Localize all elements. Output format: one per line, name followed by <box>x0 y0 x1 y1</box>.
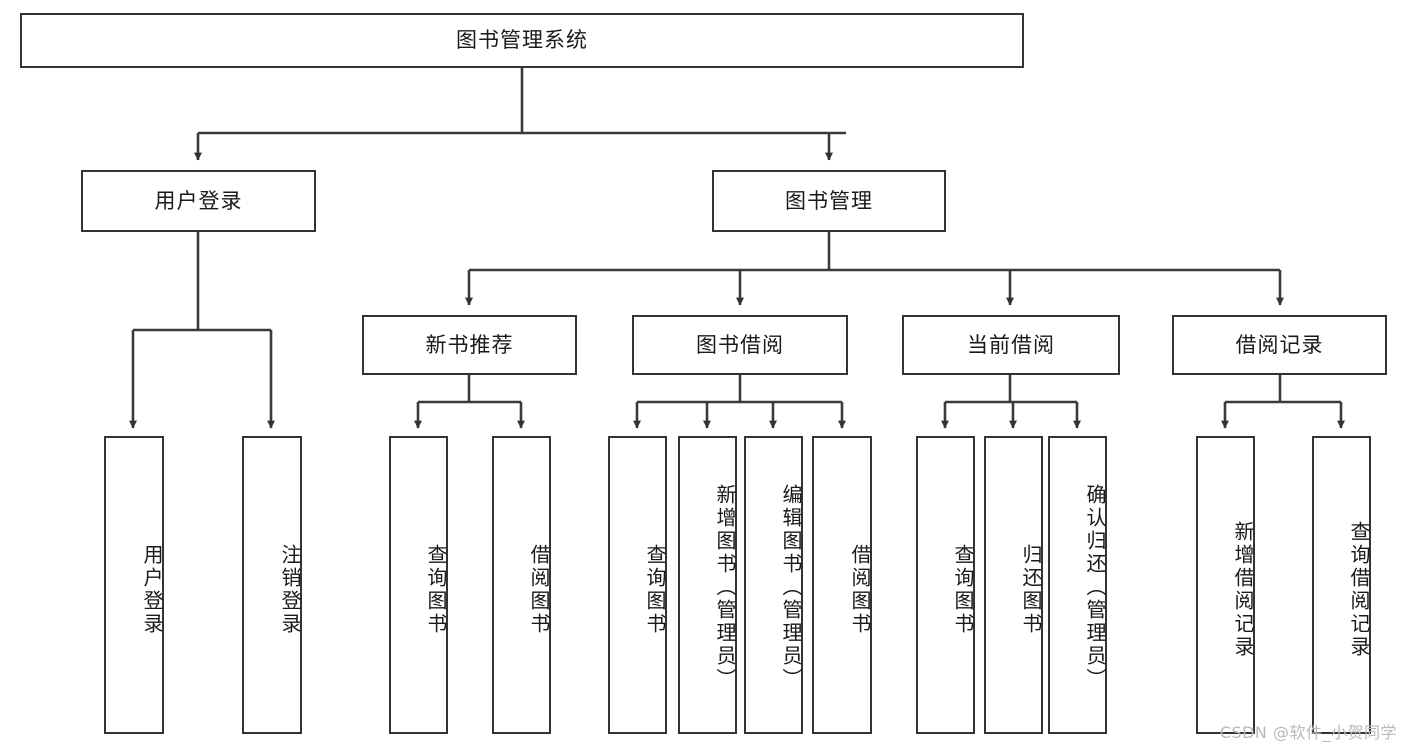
node-leaf-edit-book[interactable]: 编辑图书（管理员） <box>744 436 803 734</box>
node-leaf-query-book-3-label: 查询图书 <box>951 544 975 636</box>
node-book-management[interactable]: 图书管理 <box>712 170 946 232</box>
node-leaf-borrow-book-1-label: 借阅图书 <box>527 544 551 636</box>
node-leaf-borrow-book-2[interactable]: 借阅图书 <box>812 436 872 734</box>
node-leaf-query-book-1[interactable]: 查询图书 <box>389 436 448 734</box>
node-book-borrow[interactable]: 图书借阅 <box>632 315 848 375</box>
node-root[interactable]: 图书管理系统 <box>20 13 1024 68</box>
node-borrow-records[interactable]: 借阅记录 <box>1172 315 1387 375</box>
node-new-book-recommend[interactable]: 新书推荐 <box>362 315 577 375</box>
csdn-watermark: CSDN @软件_小贺同学 <box>1219 723 1397 742</box>
node-leaf-borrow-book-2-label: 借阅图书 <box>848 544 872 636</box>
node-leaf-return-book[interactable]: 归还图书 <box>984 436 1043 734</box>
node-leaf-user-logout-label: 注销登录 <box>278 544 302 636</box>
node-leaf-query-book-2-label: 查询图书 <box>643 544 667 636</box>
node-leaf-confirm-return-label: 确认归还（管理员） <box>1083 483 1107 691</box>
node-leaf-borrow-book-1[interactable]: 借阅图书 <box>492 436 551 734</box>
node-leaf-return-book-label: 归还图书 <box>1019 544 1043 636</box>
node-leaf-add-book[interactable]: 新增图书（管理员） <box>678 436 737 734</box>
node-user-login-label: 用户登录 <box>154 188 243 213</box>
node-leaf-query-record-label: 查询借阅记录 <box>1347 521 1371 659</box>
node-leaf-add-record[interactable]: 新增借阅记录 <box>1196 436 1255 734</box>
node-leaf-query-book-2[interactable]: 查询图书 <box>608 436 667 734</box>
node-leaf-query-record[interactable]: 查询借阅记录 <box>1312 436 1371 734</box>
node-leaf-add-record-label: 新增借阅记录 <box>1231 521 1255 659</box>
node-leaf-user-login[interactable]: 用户登录 <box>104 436 164 734</box>
node-current-borrow-label: 当前借阅 <box>967 332 1055 357</box>
node-leaf-query-book-1-label: 查询图书 <box>424 544 448 636</box>
node-borrow-records-label: 借阅记录 <box>1235 332 1324 357</box>
node-new-book-recommend-label: 新书推荐 <box>425 332 514 357</box>
node-leaf-query-book-3[interactable]: 查询图书 <box>916 436 975 734</box>
node-leaf-user-logout[interactable]: 注销登录 <box>242 436 302 734</box>
node-root-label: 图书管理系统 <box>456 28 588 53</box>
node-book-management-label: 图书管理 <box>785 188 873 213</box>
node-book-borrow-label: 图书借阅 <box>696 332 784 357</box>
node-leaf-edit-book-label: 编辑图书（管理员） <box>779 483 803 691</box>
node-current-borrow[interactable]: 当前借阅 <box>902 315 1120 375</box>
node-leaf-user-login-label: 用户登录 <box>140 544 164 636</box>
node-user-login[interactable]: 用户登录 <box>81 170 316 232</box>
node-leaf-add-book-label: 新增图书（管理员） <box>713 483 737 691</box>
node-leaf-confirm-return[interactable]: 确认归还（管理员） <box>1048 436 1107 734</box>
